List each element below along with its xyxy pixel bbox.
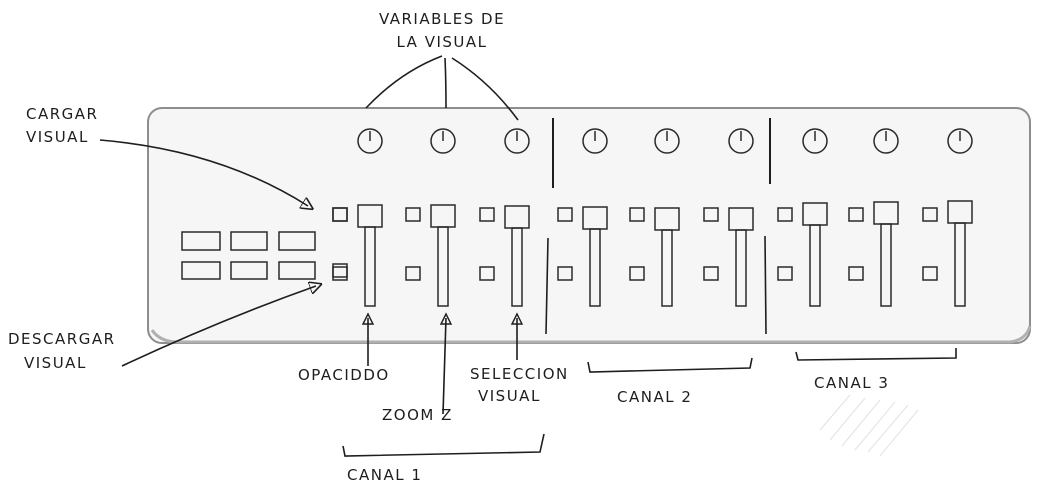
upper-button[interactable] — [629, 207, 645, 222]
fader-track[interactable] — [880, 223, 892, 307]
pad — [230, 231, 268, 251]
label-descargar-1: DESCARGAR — [8, 330, 116, 348]
cargar-button[interactable] — [332, 207, 348, 222]
label-canal-1: CANAL 1 — [347, 466, 423, 484]
faint-scribbles — [819, 394, 919, 457]
knob[interactable] — [873, 128, 899, 154]
knob[interactable] — [582, 128, 608, 154]
variables-pointer — [444, 57, 447, 109]
label-cargar-2: VISUAL — [26, 128, 89, 146]
lower-button[interactable] — [703, 266, 719, 281]
fader-track[interactable] — [661, 229, 673, 307]
upper-button[interactable] — [703, 207, 719, 222]
cargar-pointer — [99, 139, 308, 206]
label-variables-1: VARIABLES DE — [378, 10, 506, 28]
pad — [181, 261, 221, 280]
lower-button[interactable] — [479, 266, 495, 281]
lower-button[interactable] — [557, 266, 573, 281]
upper-button[interactable] — [405, 207, 421, 222]
fader-track[interactable] — [364, 226, 376, 307]
label-opacidad: OPACIDDO — [298, 366, 390, 384]
upper-button[interactable] — [848, 207, 864, 222]
knob[interactable] — [430, 128, 456, 154]
label-canal-3: CANAL 3 — [814, 374, 890, 392]
knob[interactable] — [947, 128, 973, 154]
knob[interactable] — [802, 128, 828, 154]
arrow-tip — [510, 312, 524, 325]
lower-button[interactable] — [405, 266, 421, 281]
lower-button[interactable] — [629, 266, 645, 281]
controller-body-shadow — [150, 325, 1032, 344]
label-seleccion-2: VISUAL — [478, 387, 541, 405]
pad — [230, 261, 268, 280]
knob[interactable] — [728, 128, 754, 154]
fader-track[interactable] — [735, 229, 747, 307]
fader-track[interactable] — [589, 228, 601, 307]
fader-track[interactable] — [809, 224, 821, 307]
knob[interactable] — [504, 128, 530, 154]
pad-grid — [181, 231, 316, 280]
fader-track[interactable] — [511, 227, 523, 307]
upper-button[interactable] — [922, 207, 938, 222]
arrow-tip — [361, 312, 375, 325]
label-canal-2: CANAL 2 — [617, 388, 693, 406]
descargar-button[interactable] — [332, 263, 348, 278]
pad — [278, 261, 316, 280]
lower-button[interactable] — [922, 266, 938, 281]
knob[interactable] — [654, 128, 680, 154]
lower-button[interactable] — [848, 266, 864, 281]
arrow-tip — [439, 312, 453, 325]
canal1-bracket — [342, 433, 545, 457]
channel-strips — [332, 128, 973, 307]
canal3-bracket — [795, 348, 957, 361]
variables-pointer — [451, 57, 519, 121]
channel-separator-1b — [545, 237, 549, 335]
label-descargar-2: VISUAL — [24, 354, 87, 372]
lower-button[interactable] — [777, 266, 793, 281]
pad — [278, 231, 316, 251]
upper-button[interactable] — [777, 207, 793, 222]
zoom-pointer — [442, 317, 447, 415]
channel-separator-2b — [764, 235, 767, 335]
fader-track[interactable] — [437, 226, 449, 307]
label-seleccion-1: SELECCION — [470, 365, 569, 383]
label-zoom: ZOOM Z — [382, 406, 453, 424]
label-variables-2: LA VISUAL — [396, 33, 488, 51]
label-cargar-1: CARGAR — [26, 105, 99, 123]
variables-pointer — [365, 55, 443, 109]
canal2-bracket — [587, 357, 753, 373]
upper-button[interactable] — [479, 207, 495, 222]
upper-button[interactable] — [557, 207, 573, 222]
pad — [181, 231, 221, 251]
descargar-pointer — [121, 286, 316, 367]
fader-track[interactable] — [954, 222, 966, 307]
knob[interactable] — [357, 128, 383, 154]
